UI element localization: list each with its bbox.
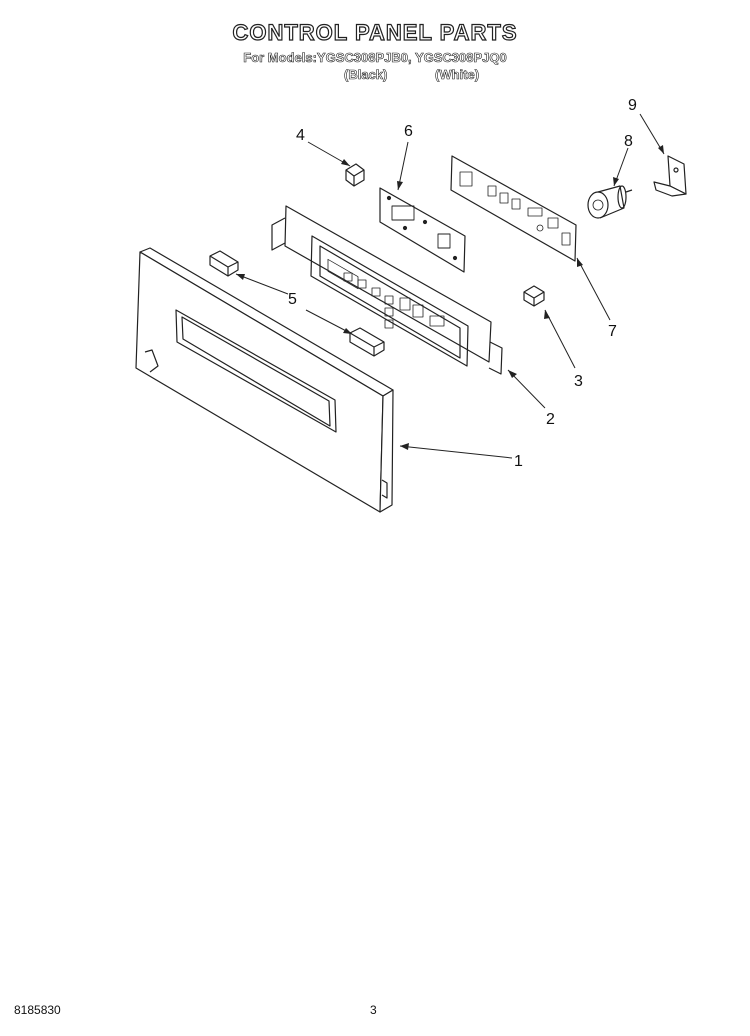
part-2-control-panel-bracket <box>271 205 503 375</box>
variant-white-label: (White) <box>435 67 480 83</box>
callout-8: 8 <box>624 133 633 150</box>
part-1-control-panel-housing <box>135 247 394 513</box>
callout-3: 3 <box>574 373 583 390</box>
callout-4: 4 <box>296 127 305 144</box>
document-number: 8185830 <box>14 1003 61 1017</box>
callout-9: 9 <box>628 97 637 114</box>
part-5-spacer-blocks <box>209 250 385 357</box>
part-7-electronic-control-board <box>450 155 577 262</box>
callout-6: 6 <box>404 123 413 140</box>
part-9-mounting-bracket <box>653 155 687 197</box>
part-4-standoff <box>345 163 365 187</box>
page-title: CONTROL PANEL PARTS <box>232 19 518 45</box>
page-number: 3 <box>370 1003 377 1017</box>
part-3-standoff <box>523 285 545 307</box>
part-6-membrane-overlay <box>379 187 466 273</box>
leader-arrowheads <box>236 145 664 450</box>
callout-2: 2 <box>546 411 555 428</box>
variant-black-label: (Black) <box>344 67 388 83</box>
callout-7: 7 <box>608 323 617 340</box>
callout-5: 5 <box>288 291 297 308</box>
models-line: For Models:YGSC308PJB0, YGSC308PJQ0 <box>243 50 507 66</box>
part-8-temperature-switch <box>587 185 633 219</box>
callout-1: 1 <box>514 453 523 470</box>
